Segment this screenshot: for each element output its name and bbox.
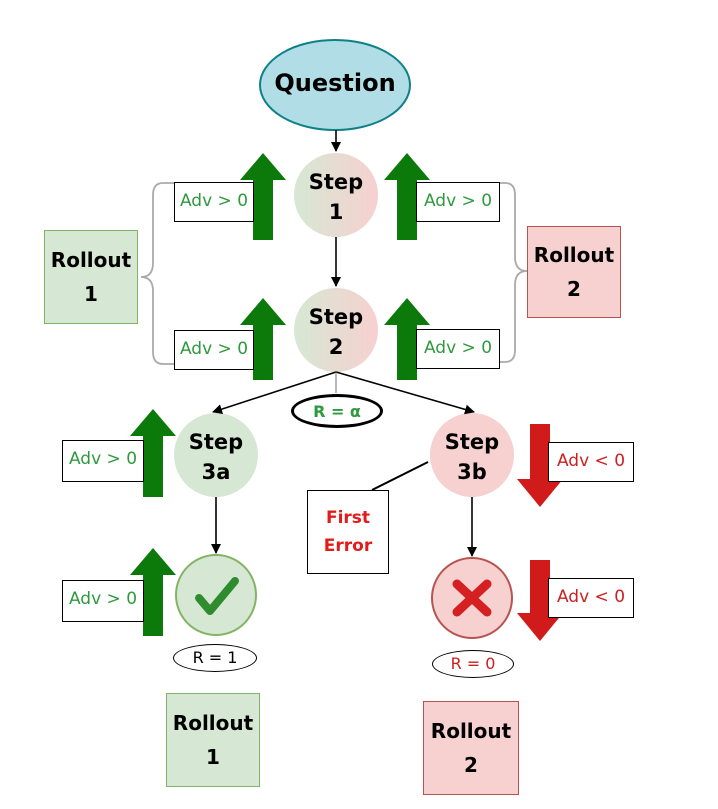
step3b-label: Step 3b	[432, 427, 512, 487]
first-error-box: First Error	[307, 490, 389, 574]
adv-step2-left: Adv > 0	[174, 330, 254, 370]
adv-step1-right: Adv > 0	[416, 182, 500, 222]
first-error-pointer	[371, 461, 429, 491]
rollout-bottom-left-line1: Rollout	[172, 711, 254, 735]
rollout-bottom-left-line2: 1	[206, 745, 220, 769]
up-arrow-step2-right	[384, 298, 430, 380]
step3a-node	[174, 413, 258, 497]
adv-cross: Adv < 0	[548, 578, 634, 618]
rollout-top-left: Rollout 1	[44, 230, 138, 324]
rollout-top-right-line1: Rollout	[533, 243, 615, 267]
rollout-bottom-right-line1: Rollout	[430, 719, 512, 743]
success-node	[175, 554, 257, 636]
adv-step3b: Adv < 0	[548, 442, 634, 482]
brace-left	[140, 182, 175, 365]
rollout-top-right: Rollout 2	[527, 226, 621, 318]
adv-step1-left: Adv > 0	[174, 182, 254, 222]
reward-failure: R = 0	[432, 650, 514, 678]
step2-label-line1: Step	[308, 305, 364, 329]
adv-step2-right: Adv > 0	[416, 329, 500, 369]
brace-right	[500, 182, 528, 363]
reward-alpha: R = α	[291, 394, 383, 428]
step1-label: Step 1	[296, 167, 376, 227]
rollout-top-left-line1: Rollout	[50, 248, 132, 272]
up-arrow-check	[130, 548, 176, 636]
step2-label-line2: 2	[328, 335, 344, 359]
step2-node	[294, 288, 378, 372]
step3a-label: Step 3a	[176, 427, 256, 487]
adv-step3a: Adv > 0	[62, 440, 144, 482]
step1-label-line1: Step	[308, 170, 364, 194]
down-arrow-step3b	[517, 424, 563, 507]
edges	[211, 130, 477, 557]
rollout-bottom-right: Rollout 2	[423, 701, 519, 795]
up-arrow-step3a	[130, 409, 176, 497]
step3b-label-line2: 3b	[457, 460, 487, 484]
rollout-bottom-right-line2: 2	[464, 753, 478, 777]
question-label: Question	[274, 69, 396, 97]
cross-icon	[452, 579, 492, 617]
step3a-label-line2: 3a	[201, 460, 231, 484]
rollout-top-left-line2: 1	[84, 282, 98, 306]
first-error-line1: First	[325, 508, 371, 528]
step3a-label-line1: Step	[188, 430, 244, 454]
reward-success: R = 1	[173, 644, 257, 672]
step1-node	[294, 153, 378, 237]
rollout-bottom-left: Rollout 1	[166, 693, 260, 787]
step3b-label-line1: Step	[444, 430, 500, 454]
step2-label: Step 2	[296, 302, 376, 362]
up-arrow-step2-left	[240, 298, 286, 380]
first-error-line2: Error	[323, 536, 373, 556]
up-arrow-step1-left	[240, 153, 286, 240]
down-arrow-cross	[517, 560, 563, 641]
rollout-top-right-line2: 2	[567, 277, 581, 301]
check-icon	[195, 577, 239, 615]
up-arrow-step1-right	[384, 153, 430, 240]
step1-label-line2: 1	[328, 200, 344, 224]
question-node	[259, 39, 411, 131]
step3b-node	[430, 413, 514, 497]
adv-check: Adv > 0	[62, 580, 144, 622]
